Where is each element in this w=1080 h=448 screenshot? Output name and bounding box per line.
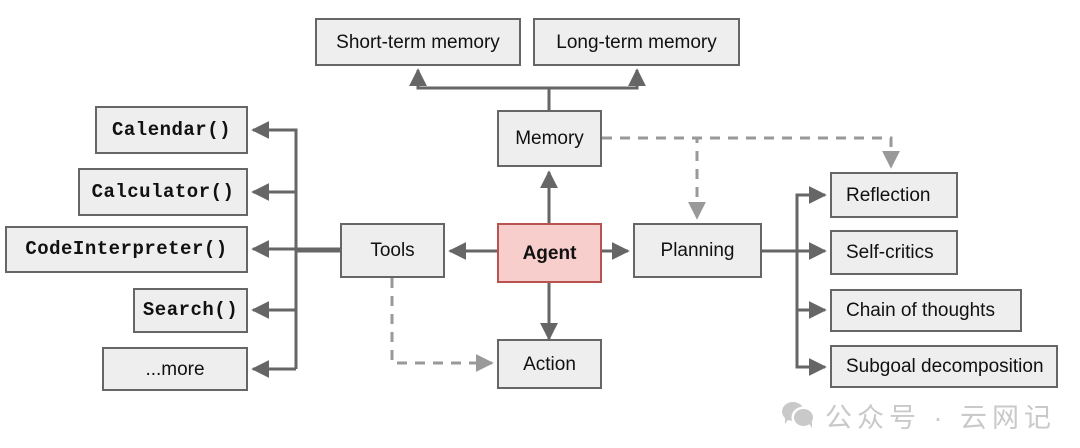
node-search-label: Search() <box>142 299 239 321</box>
watermark: 公众号 · 云网记 <box>782 396 1056 435</box>
node-self-critics-label: Self-critics <box>846 242 934 263</box>
node-chain-of-thoughts-label: Chain of thoughts <box>846 300 995 321</box>
node-memory-label: Memory <box>515 128 584 149</box>
node-calculator[interactable]: Calculator() <box>78 168 248 216</box>
node-action[interactable]: Action <box>497 339 602 389</box>
node-calendar-label: Calendar() <box>111 118 232 141</box>
node-tools-label: Tools <box>370 240 415 261</box>
node-agent[interactable]: Agent <box>497 223 602 283</box>
node-subgoal-decomposition-label: Subgoal decomposition <box>846 356 1044 377</box>
node-subgoal-decomposition[interactable]: Subgoal decomposition <box>830 345 1058 388</box>
node-planning-label: Planning <box>660 240 735 261</box>
node-more-label: ...more <box>145 358 205 380</box>
watermark-text: 公众号 · 云网记 <box>825 403 1056 433</box>
node-code-interpreter[interactable]: CodeInterpreter() <box>5 226 248 273</box>
edge-planning-to-reflection <box>762 186 827 253</box>
node-reflection-label: Reflection <box>846 184 931 206</box>
node-agent-label: Agent <box>522 242 577 264</box>
node-tools[interactable]: Tools <box>340 223 445 278</box>
edge-memory-to-reflection-dashed <box>602 136 900 169</box>
node-calendar[interactable]: Calendar() <box>95 106 248 154</box>
node-reflection[interactable]: Reflection <box>830 172 958 218</box>
node-long-term-memory[interactable]: Long-term memory <box>533 18 740 66</box>
edge-planning-to-chain-of-thoughts <box>795 251 827 319</box>
node-calculator-label: Calculator() <box>91 180 235 203</box>
edge-memory-to-planning-dashed <box>602 136 706 220</box>
node-more[interactable]: ...more <box>102 347 248 391</box>
node-self-critics[interactable]: Self-critics <box>830 230 958 275</box>
edge-memory-to-long-term <box>547 68 646 110</box>
node-short-term-memory-label: Short-term memory <box>336 31 500 53</box>
node-search[interactable]: Search() <box>133 288 248 333</box>
node-chain-of-thoughts[interactable]: Chain of thoughts <box>830 289 1022 332</box>
wechat-icon <box>782 401 816 430</box>
edge-memory-to-short-term <box>409 68 551 110</box>
node-long-term-memory-label: Long-term memory <box>556 31 717 53</box>
node-short-term-memory[interactable]: Short-term memory <box>315 18 521 66</box>
edge-tools-to-action-dashed <box>390 278 494 372</box>
node-code-interpreter-label: CodeInterpreter() <box>25 238 228 260</box>
node-planning[interactable]: Planning <box>633 223 762 278</box>
node-memory[interactable]: Memory <box>497 110 602 167</box>
node-action-label: Action <box>523 353 576 375</box>
